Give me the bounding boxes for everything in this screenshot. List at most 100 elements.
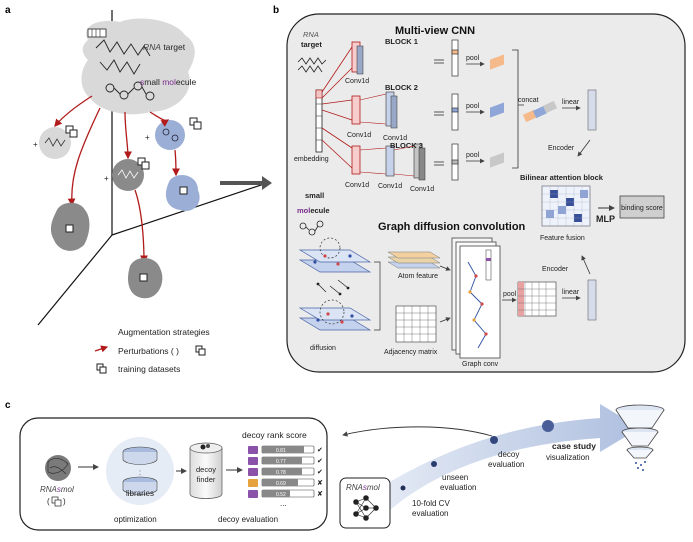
atom-feature-label: Atom feature bbox=[398, 273, 438, 280]
rna-sequence-icon bbox=[297, 57, 327, 65]
linear-label-2: linear bbox=[562, 289, 580, 296]
small-molecule-label-a: small molecule bbox=[140, 77, 196, 87]
decoy-rank-score-label: decoy rank score bbox=[242, 430, 307, 440]
concat-bracket bbox=[512, 49, 524, 169]
block-2-label: BLOCK 2 bbox=[385, 83, 418, 92]
svg-text:✔: ✔ bbox=[317, 458, 323, 465]
panel-a-letter: a bbox=[5, 5, 11, 16]
rna-target-label: RNA target bbox=[143, 42, 186, 52]
decoy-finder-l1: decoy bbox=[196, 465, 216, 474]
svg-text:0.69: 0.69 bbox=[276, 481, 286, 487]
rnasmol-paren-open: ( bbox=[47, 497, 50, 506]
diffusion-planes bbox=[298, 237, 372, 331]
bilinear-attention-grid bbox=[541, 185, 591, 227]
block-3-label: BLOCK 3 bbox=[390, 141, 423, 150]
small-label-b: small bbox=[305, 191, 324, 200]
network-icon bbox=[353, 495, 379, 521]
feature-vectors bbox=[451, 39, 459, 181]
molecule-label-b: molecule bbox=[297, 206, 330, 215]
stage-2-l1: unseen bbox=[442, 473, 468, 482]
rna-sequence-icon-2 bbox=[297, 65, 323, 73]
decoy-score-list: 0.81 ✔ 0.77 ✔ 0.78 ✔ 0.69 ✘ bbox=[248, 445, 323, 508]
svg-text:...: ... bbox=[280, 499, 287, 508]
svg-text:✔: ✔ bbox=[317, 447, 323, 454]
svg-text:0.77: 0.77 bbox=[276, 459, 286, 465]
svg-text:✘: ✘ bbox=[317, 479, 323, 487]
decoy-finder-l2: finder bbox=[197, 475, 216, 484]
rnasmol-model-box bbox=[339, 477, 391, 529]
adj-to-conv-arrow bbox=[439, 317, 451, 323]
pool-label-4: pool bbox=[503, 291, 517, 298]
svg-text:✔: ✔ bbox=[317, 469, 323, 476]
perturbed-sample-left: + bbox=[33, 125, 78, 159]
mol-encoded-vector bbox=[587, 279, 597, 321]
decoy-feedback-arrow bbox=[342, 426, 493, 437]
bilinear-label: Bilinear attention block bbox=[520, 173, 604, 182]
score-row-3: 0.78 ✔ bbox=[248, 467, 323, 476]
encoder-label-2: Encoder bbox=[542, 266, 569, 273]
a-to-b-arrow bbox=[220, 176, 272, 190]
svg-text:0.52: 0.52 bbox=[276, 492, 286, 498]
perturbed-sample-right: + bbox=[145, 117, 202, 150]
linear-label-1: linear bbox=[562, 99, 580, 106]
panel-c-letter: c bbox=[5, 400, 11, 411]
encoder-label-1: Encoder bbox=[548, 145, 575, 152]
panel-b-letter: b bbox=[273, 5, 279, 16]
svg-text:+: + bbox=[145, 133, 150, 142]
conv1d-label-3b: Conv1d bbox=[378, 183, 402, 190]
legend-heading: Augmentation strategies bbox=[118, 327, 210, 337]
atom-feature-stack bbox=[387, 251, 441, 269]
libraries-label: libraries bbox=[126, 489, 154, 498]
diffusion-label: diffusion bbox=[310, 345, 336, 352]
conv-block-1 bbox=[351, 41, 364, 75]
conv1d-label-1: Conv1d bbox=[345, 78, 369, 85]
embedding-label: embedding bbox=[294, 156, 329, 163]
svg-text:+: + bbox=[33, 140, 38, 149]
mlp-label: MLP bbox=[596, 214, 615, 224]
conv1d-label-3c: Conv1d bbox=[410, 186, 434, 193]
graph-conv-layers bbox=[451, 237, 501, 359]
augmented-samples bbox=[50, 175, 200, 299]
graph-conv-label: Graph conv bbox=[462, 361, 499, 368]
concat-label: concat bbox=[518, 97, 539, 104]
stage-4-l2: visualization bbox=[546, 453, 590, 462]
stage-dot-2 bbox=[431, 461, 437, 467]
perturbed-sample-middle: + bbox=[104, 157, 150, 191]
legend-training: training datasets bbox=[118, 364, 180, 374]
legend-a: Augmentation strategies Perturbations ( … bbox=[94, 327, 210, 374]
encoder-arrow-1 bbox=[577, 139, 591, 157]
block-1-label: BLOCK 1 bbox=[385, 37, 418, 46]
feature-fusion-label: Feature fusion bbox=[540, 235, 585, 242]
svg-text:0.78: 0.78 bbox=[276, 470, 286, 476]
embedding-matrix bbox=[315, 89, 323, 153]
decoy-finder-cylinder bbox=[189, 442, 223, 499]
rnasmol-complex-icon bbox=[45, 455, 71, 481]
conv1d-label-3a: Conv1d bbox=[345, 182, 369, 189]
score-row-1: 0.81 ✔ bbox=[248, 445, 323, 454]
score-row-2: 0.77 ✔ bbox=[248, 456, 323, 465]
rna-complex-blob bbox=[81, 18, 195, 115]
adjacency-label: Adjacency matrix bbox=[384, 349, 438, 356]
cnn-title: Multi-view CNN bbox=[395, 25, 475, 37]
score-row-4: 0.69 ✘ bbox=[248, 478, 323, 487]
libraries-group: : bbox=[106, 437, 174, 505]
screening-funnel bbox=[615, 404, 665, 471]
rnasmol-label-c: RNAsmol bbox=[40, 485, 74, 494]
diffusion-bracket bbox=[374, 261, 381, 331]
pool-label-2: pool bbox=[466, 103, 480, 110]
decoy-evaluation-label: decoy evaluation bbox=[218, 515, 278, 524]
optimization-label: optimization bbox=[114, 515, 157, 524]
legend-perturbations: Perturbations ( ) bbox=[118, 346, 179, 356]
conv-block-3 bbox=[351, 143, 426, 181]
atom-to-conv-arrow bbox=[439, 265, 451, 271]
stage-dot-4 bbox=[542, 420, 554, 432]
pool-label-3: pool bbox=[466, 152, 480, 159]
pool-arrows bbox=[466, 61, 485, 164]
stage-3-l2: evaluation bbox=[488, 460, 524, 469]
target-label-b: target bbox=[301, 40, 322, 49]
progression-arrow bbox=[360, 404, 640, 510]
svg-text:0.81: 0.81 bbox=[276, 448, 286, 454]
rna-label-b: RNA bbox=[303, 30, 319, 39]
stage-3-l1: decoy bbox=[498, 450, 519, 459]
